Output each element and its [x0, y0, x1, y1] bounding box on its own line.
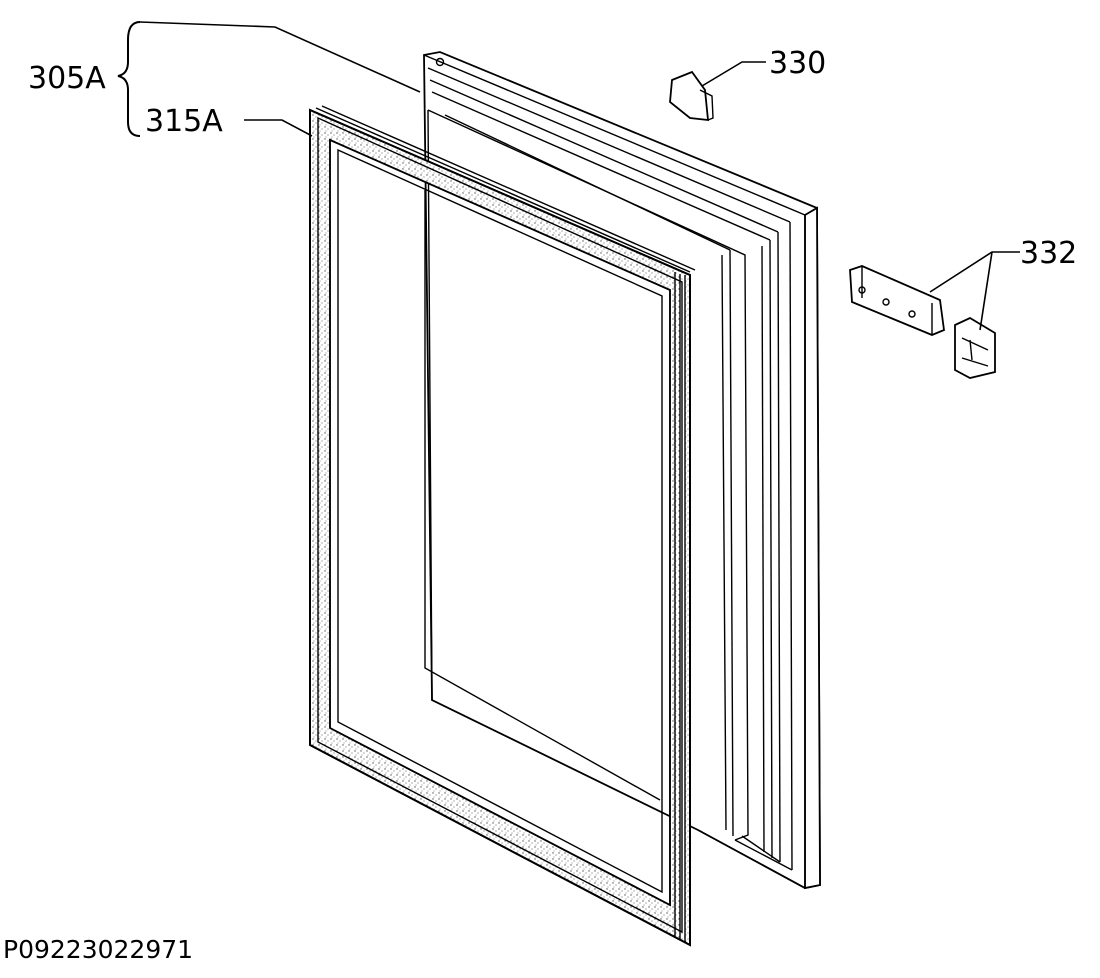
hinge-plate — [954, 316, 996, 379]
cover-cap — [669, 70, 714, 122]
leader-315A — [244, 119, 313, 137]
leader-332-b — [979, 251, 993, 331]
door-gasket — [309, 105, 696, 947]
label-315A: 315A — [145, 104, 223, 139]
leader-332 — [929, 251, 1020, 293]
drawing-code: P09223022971 — [3, 935, 193, 964]
door-panel — [423, 51, 821, 890]
group-bracket — [117, 21, 141, 137]
leader-305A — [139, 21, 421, 93]
hinge-bracket — [849, 265, 945, 336]
leader-330 — [701, 61, 766, 87]
label-332: 332 — [1020, 236, 1077, 271]
label-330: 330 — [769, 46, 826, 81]
label-305A: 305A — [28, 61, 106, 96]
